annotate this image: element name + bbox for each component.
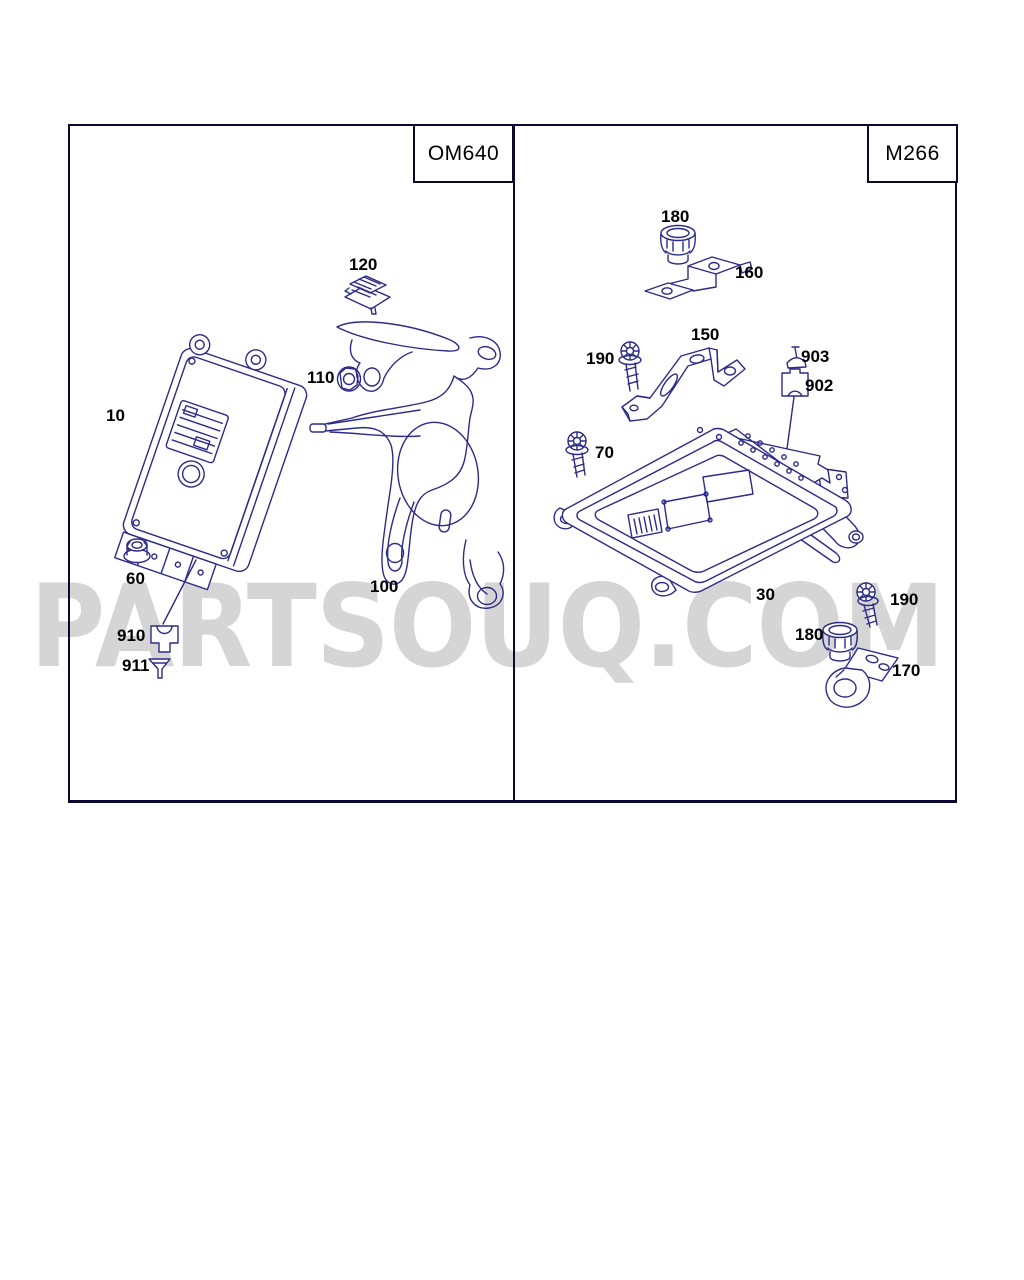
part-180-bottom-grommet	[822, 621, 858, 662]
callout-30: 30	[756, 585, 775, 604]
part-910-plug	[150, 625, 179, 653]
callout-190-bottom: 190	[890, 590, 919, 609]
part-180-top-grommet	[660, 224, 696, 265]
part-60-nut	[123, 538, 151, 564]
callout-10: 10	[106, 406, 125, 425]
callout-110: 110	[307, 368, 335, 387]
watermark: PARTSOUQ.COM	[30, 560, 945, 693]
callout-910: 910	[117, 626, 146, 645]
callout-70: 70	[595, 443, 614, 462]
callout-902: 902	[805, 376, 834, 395]
part-110-nut	[336, 366, 362, 392]
leader-line-902	[785, 396, 795, 457]
engine-code-box-m266: M266	[867, 124, 958, 183]
callout-903: 903	[801, 347, 830, 366]
part-70-bolt	[565, 431, 589, 478]
part-150-bracket	[621, 347, 746, 422]
leader-line-910	[162, 559, 197, 625]
callout-170: 170	[892, 661, 921, 680]
engine-code-box-om640: OM640	[413, 124, 514, 183]
callout-180-bottom: 180	[795, 625, 824, 644]
callout-120: 120	[349, 255, 378, 274]
callout-150: 150	[691, 325, 720, 344]
part-190-top-bolt	[618, 341, 642, 392]
part-120-connector	[344, 275, 391, 315]
callout-60: 60	[126, 569, 145, 588]
panel-divider	[513, 124, 515, 803]
engine-code-om640: OM640	[427, 141, 500, 165]
callout-160: 160	[735, 263, 764, 282]
part-902-plug	[781, 368, 809, 397]
callout-911: 911	[122, 656, 150, 675]
part-30-control-unit	[553, 426, 864, 597]
part-170-bracket	[825, 647, 899, 708]
callout-100: 100	[370, 577, 399, 596]
part-10-control-unit	[114, 334, 308, 591]
callout-190-top: 190	[586, 349, 615, 368]
part-190-bottom-bolt	[856, 582, 879, 628]
part-160-bracket	[644, 256, 753, 300]
part-100-bracket	[309, 321, 505, 609]
engine-code-m266: M266	[885, 141, 940, 165]
part-911-cap	[148, 658, 171, 679]
callout-180-top: 180	[661, 207, 690, 226]
part-903-pin	[786, 346, 807, 369]
